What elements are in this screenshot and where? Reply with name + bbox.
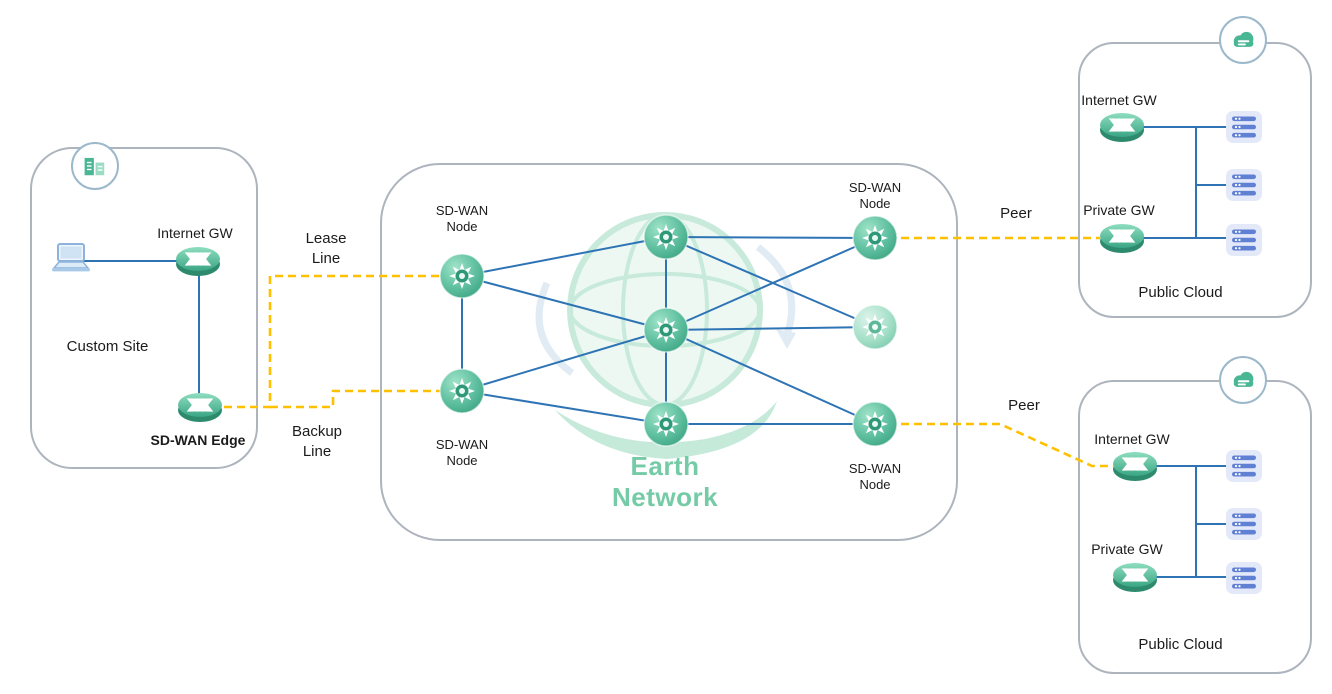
sdwan-node-icon (643, 307, 689, 353)
server-icon (1225, 449, 1263, 483)
public-cloud-title: Public Cloud (1138, 284, 1223, 301)
private-gw-router-icon (1098, 220, 1146, 256)
server-icon (1225, 561, 1263, 595)
internet-gw-label: Internet GW (1081, 92, 1157, 108)
internet-gw-label: Internet GW (1094, 431, 1170, 447)
peer-label: Peer (1008, 397, 1040, 414)
cloud-top-badge (1219, 16, 1267, 64)
lease-line-label: Lease Line (305, 230, 347, 267)
private-gw-label: Private GW (1083, 202, 1155, 218)
sdwan-edge-router-icon (176, 389, 224, 425)
cloud-icon (1228, 365, 1258, 395)
server-icon (1225, 110, 1263, 144)
sdwan-node-label: SD-WAN Node (848, 461, 902, 492)
peer-label: Peer (1000, 205, 1032, 222)
server-icon (1225, 507, 1263, 541)
sdwan-edge-label: SD-WAN Edge (150, 432, 246, 448)
sdwan-node-icon (852, 401, 898, 447)
custom-site-title: Custom Site (66, 338, 149, 355)
public-cloud-bottom-box (1078, 380, 1312, 674)
public-cloud-top-box (1078, 42, 1312, 318)
backup-line-label: Backup Line (291, 423, 343, 460)
internet-gw-router-icon (1098, 109, 1146, 145)
laptop-icon (49, 242, 93, 276)
sdwan-node-label: SD-WAN Node (435, 437, 489, 468)
office-building-icon (80, 151, 110, 181)
sdwan-node-label: SD-WAN Node (848, 180, 902, 211)
private-gw-router-icon (1111, 559, 1159, 595)
internet-gw-router-icon (1111, 448, 1159, 484)
earth-network-title: Earth Network (611, 451, 719, 512)
sdwan-node-icon (439, 368, 485, 414)
public-cloud-title: Public Cloud (1138, 636, 1223, 653)
sdwan-node-icon (852, 304, 898, 350)
internet-gw-router-icon (174, 243, 222, 279)
sdwan-node-icon (439, 253, 485, 299)
sdwan-node-icon (852, 215, 898, 261)
site-badge (71, 142, 119, 190)
cloud-icon (1228, 25, 1258, 55)
custom-site-box (30, 147, 258, 469)
sdwan-node-icon (643, 401, 689, 447)
server-icon (1225, 223, 1263, 257)
server-icon (1225, 168, 1263, 202)
sdwan-node-label: SD-WAN Node (435, 203, 489, 234)
private-gw-label: Private GW (1091, 541, 1163, 557)
internet-gw-label: Internet GW (157, 225, 233, 241)
cloud-bottom-badge (1219, 356, 1267, 404)
sdwan-node-icon (643, 214, 689, 260)
